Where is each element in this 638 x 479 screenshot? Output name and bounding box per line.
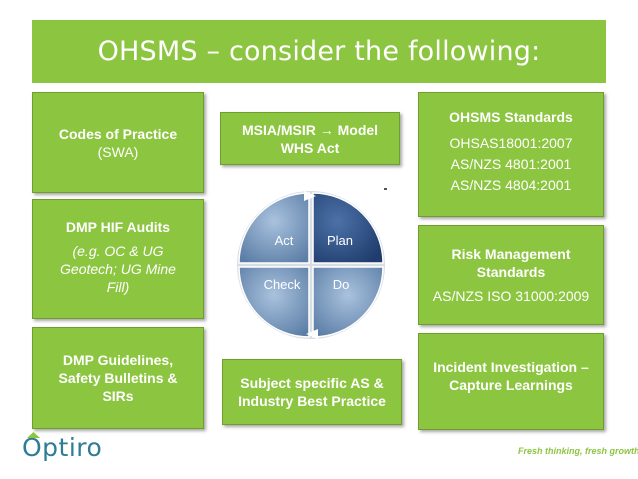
msia-msir-box: MSIA/MSIR → Model WHS Act xyxy=(220,112,400,165)
codes-heading: Codes of Practice xyxy=(58,125,178,142)
cycle-act-label: Act xyxy=(275,233,294,248)
arrow-right-icon: → xyxy=(319,121,334,138)
footer-tagline: Fresh thinking, fresh growth xyxy=(518,446,638,456)
dmp-hif-heading: DMP HIF Audits xyxy=(65,219,171,235)
msia-part2: Model WHS Act xyxy=(280,121,379,156)
risk-management-box: Risk Management Standards AS/NZS ISO 310… xyxy=(418,225,604,325)
incident-text: Incident Investigation – Capture Learnin… xyxy=(433,359,589,393)
codes-source: (SWA) xyxy=(97,143,139,160)
cycle-check-label: Check xyxy=(264,277,301,292)
cycle-do-segment xyxy=(312,266,384,338)
dmp-hif-detail: (e.g. OC & UG Geotech; UG Mine Fill) xyxy=(60,243,176,295)
ohsms-item: OHSAS18001:2007 xyxy=(449,135,573,151)
cycle-arrow-tip-icon xyxy=(306,329,318,339)
cycle-do-label: Do xyxy=(333,277,350,292)
cycle-check-segment xyxy=(238,266,310,338)
slide-title: OHSMS – consider the following: xyxy=(32,20,606,83)
cycle-plan-label: Plan xyxy=(327,233,353,248)
incident-investigation-box: Incident Investigation – Capture Learnin… xyxy=(418,333,604,430)
cycle-act-segment xyxy=(238,192,310,264)
msia-text: MSIA/MSIR → Model WHS Act xyxy=(227,121,393,157)
dmp-guidelines-text: DMP Guidelines, Safety Bulletins & SIRs xyxy=(58,352,178,404)
logo-accent-icon xyxy=(27,432,40,438)
risk-heading: Risk Management Standards xyxy=(451,246,571,280)
stray-mark xyxy=(384,188,387,190)
pdca-cycle-diagram: Act Plan Check Do xyxy=(237,191,385,339)
dmp-guidelines-box: DMP Guidelines, Safety Bulletins & SIRs xyxy=(32,327,204,429)
ohsms-standards-box: OHSMS Standards OHSAS18001:2007 AS/NZS 4… xyxy=(418,92,604,217)
ohsms-heading: OHSMS Standards xyxy=(449,109,573,125)
subject-specific-box: Subject specific AS & Industry Best Prac… xyxy=(222,359,402,425)
msia-part1: MSIA/MSIR xyxy=(241,121,320,138)
ohsms-item: AS/NZS 4801:2001 xyxy=(450,156,572,172)
cycle-plan-segment xyxy=(312,192,384,264)
dmp-hif-audits-box: DMP HIF Audits (e.g. OC & UG Geotech; UG… xyxy=(32,199,204,319)
cycle-arrow-tip-icon xyxy=(304,191,316,201)
risk-standard: AS/NZS ISO 31000:2009 xyxy=(432,288,590,304)
subject-text: Subject specific AS & Industry Best Prac… xyxy=(238,375,386,409)
ohsms-item: AS/NZS 4804:2001 xyxy=(450,177,572,193)
codes-of-practice-box: Codes of Practice (SWA) xyxy=(32,92,204,193)
